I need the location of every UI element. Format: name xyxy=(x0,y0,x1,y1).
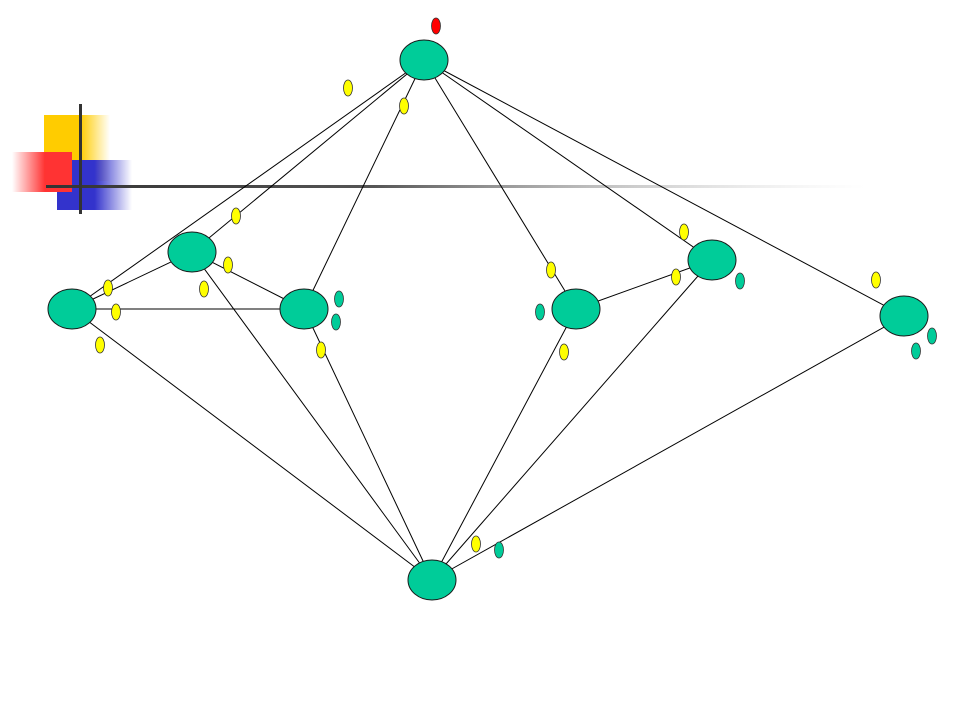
deco-vertical-line xyxy=(79,104,82,214)
yellow-marker-16 xyxy=(471,535,481,553)
node-top xyxy=(399,39,449,81)
edge-n-center-right-to-n-right-upper xyxy=(575,259,713,310)
yellow-marker-6 xyxy=(199,280,209,298)
green-marker-22 xyxy=(927,327,937,345)
green-marker-23 xyxy=(911,342,921,360)
green-marker-19 xyxy=(331,313,341,331)
yellow-marker-8 xyxy=(111,303,121,321)
edge-n-center-left-to-n-bottom xyxy=(303,308,433,581)
node-left-upper xyxy=(167,231,217,273)
green-marker-20 xyxy=(535,303,545,321)
edge-n-top-to-n-center-left xyxy=(303,59,425,310)
yellow-marker-14 xyxy=(871,271,881,289)
yellow-marker-5 xyxy=(223,256,233,274)
yellow-marker-9 xyxy=(95,336,105,354)
edge-n-top-to-n-right-upper xyxy=(423,59,713,261)
edge-n-center-right-to-n-bottom xyxy=(431,308,577,581)
deco-horizontal-line xyxy=(46,185,866,188)
yellow-marker-11 xyxy=(546,261,556,279)
yellow-marker-12 xyxy=(679,223,689,241)
nodes xyxy=(47,39,929,601)
edge-n-far-right-to-n-bottom xyxy=(431,315,905,581)
yellow-marker-10 xyxy=(316,341,326,359)
edge-n-top-to-n-left-upper xyxy=(191,59,425,253)
yellow-marker-4 xyxy=(231,207,241,225)
node-right-upper xyxy=(687,239,737,281)
yellow-marker-15 xyxy=(559,343,569,361)
node-center-right xyxy=(551,288,601,330)
edge-n-left-upper-to-n-bottom xyxy=(191,251,433,581)
edges xyxy=(71,59,905,581)
yellow-marker-7 xyxy=(103,279,113,297)
markers xyxy=(95,17,937,559)
node-far-right xyxy=(879,295,929,337)
edge-n-top-to-n-left xyxy=(71,59,425,310)
node-bottom xyxy=(407,559,457,601)
green-marker-18 xyxy=(334,290,344,308)
green-marker-21 xyxy=(735,272,745,290)
green-marker-17 xyxy=(494,541,504,559)
yellow-marker-13 xyxy=(671,268,681,286)
node-left xyxy=(47,288,97,330)
red-marker-1 xyxy=(431,17,441,35)
edge-n-right-upper-to-n-bottom xyxy=(431,259,713,581)
edge-n-left-to-n-bottom xyxy=(71,308,433,581)
yellow-marker-3 xyxy=(399,97,409,115)
yellow-marker-2 xyxy=(343,79,353,97)
edge-n-top-to-n-far-right xyxy=(423,59,905,317)
node-center-left xyxy=(279,288,329,330)
